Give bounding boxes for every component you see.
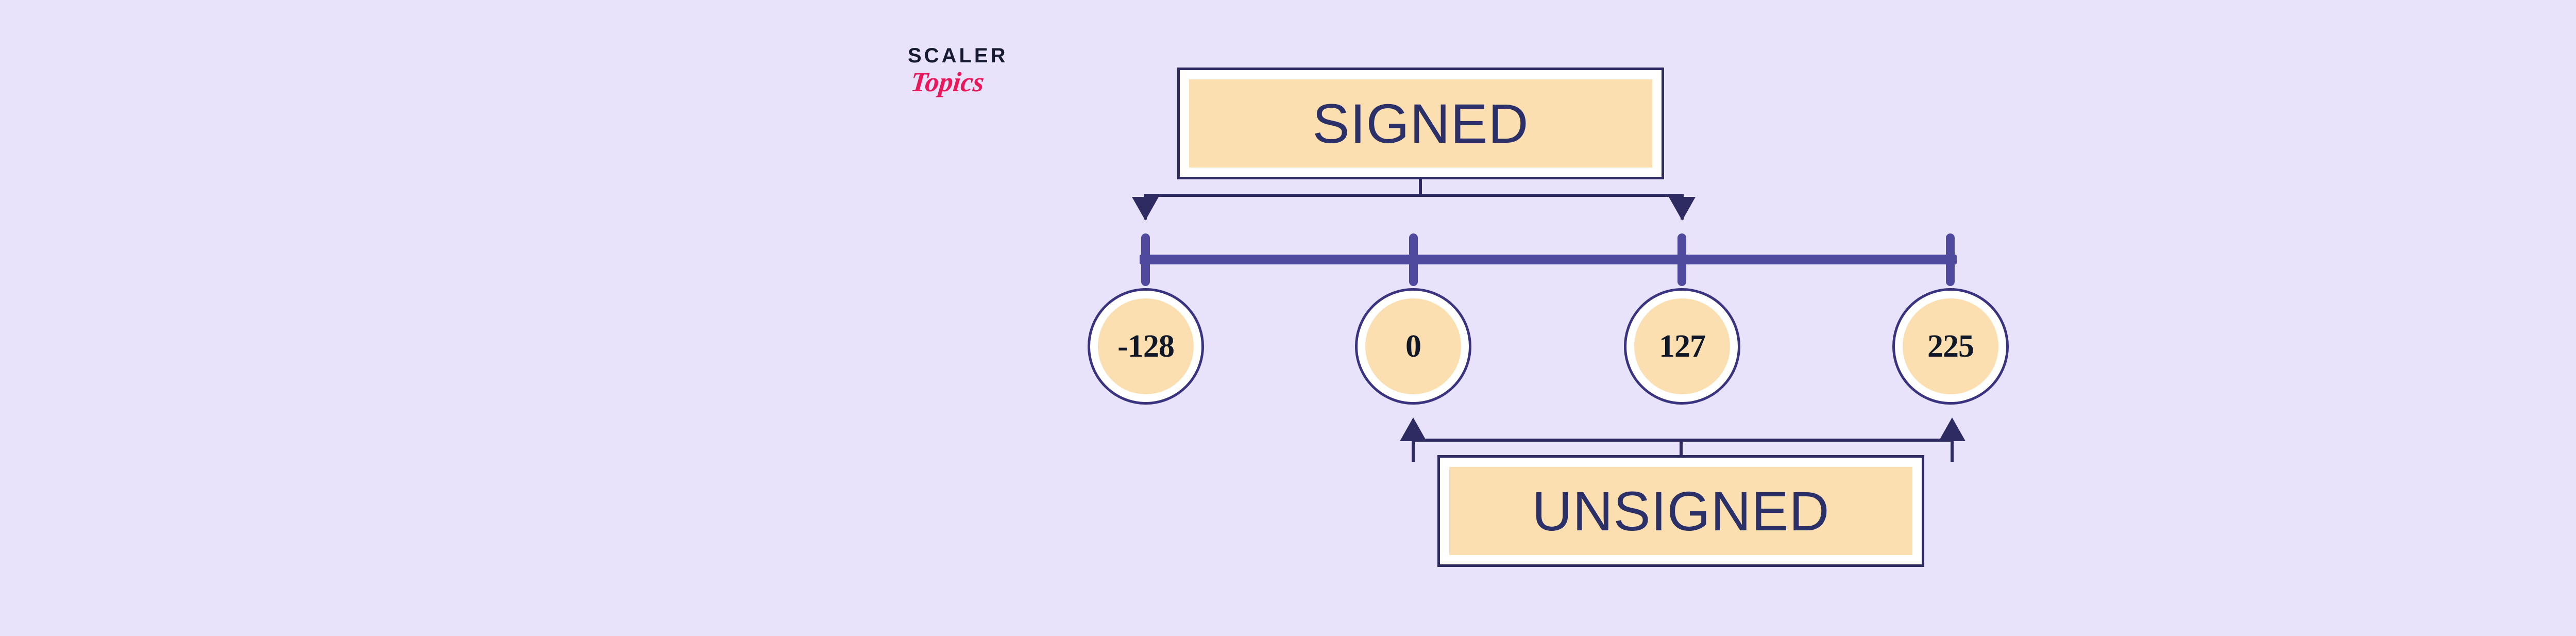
value-circle-minus128[interactable]: -128 (1088, 288, 1204, 405)
unsigned-label-box-fill: UNSIGNED (1449, 467, 1912, 555)
signed-label-box: SIGNED (1177, 68, 1664, 179)
number-line-tick-127 (1677, 233, 1686, 286)
unsigned-label-box: UNSIGNED (1437, 455, 1924, 567)
unsigned-connector-stem (1680, 439, 1683, 457)
number-line-tick-225 (1946, 233, 1955, 286)
value-circle-225-label: 225 (1927, 328, 1974, 364)
signed-connector-stem (1419, 179, 1422, 197)
value-circle-0-label: 0 (1405, 328, 1421, 364)
unsigned-bracket-left-rise (1412, 438, 1415, 462)
value-circle-minus128-fill: -128 (1098, 298, 1194, 394)
number-line-tick-minus128 (1141, 233, 1150, 286)
signed-bracket-horizontal (1144, 194, 1684, 197)
value-circle-127[interactable]: 127 (1624, 288, 1740, 405)
value-circle-225-fill: 225 (1903, 298, 1998, 394)
unsigned-bracket-right-rise (1951, 438, 1954, 462)
unsigned-arrow-right-icon (1939, 417, 1965, 441)
scaler-topics-logo: SCALER Topics (908, 45, 1073, 128)
signed-label-box-fill: SIGNED (1189, 79, 1652, 168)
signed-label-text: SIGNED (1312, 92, 1529, 155)
value-circle-225[interactable]: 225 (1892, 288, 2009, 405)
value-circle-minus128-label: -128 (1117, 328, 1175, 364)
signed-arrow-right-icon (1669, 197, 1696, 221)
unsigned-bracket-horizontal (1412, 439, 1954, 442)
number-line-axis (1140, 255, 1957, 264)
value-circle-127-label: 127 (1659, 328, 1706, 364)
logo-topics-wordmark: Topics (909, 66, 986, 97)
unsigned-arrow-left-icon (1400, 417, 1427, 441)
logo-scaler-wordmark: SCALER (908, 44, 1008, 67)
value-circle-127-fill: 127 (1634, 298, 1730, 394)
value-circle-0-fill: 0 (1365, 298, 1461, 394)
signed-arrow-left-icon (1132, 197, 1159, 221)
value-circle-0[interactable]: 0 (1355, 288, 1471, 405)
number-line-tick-0 (1409, 233, 1418, 286)
unsigned-label-text: UNSIGNED (1532, 480, 1830, 542)
